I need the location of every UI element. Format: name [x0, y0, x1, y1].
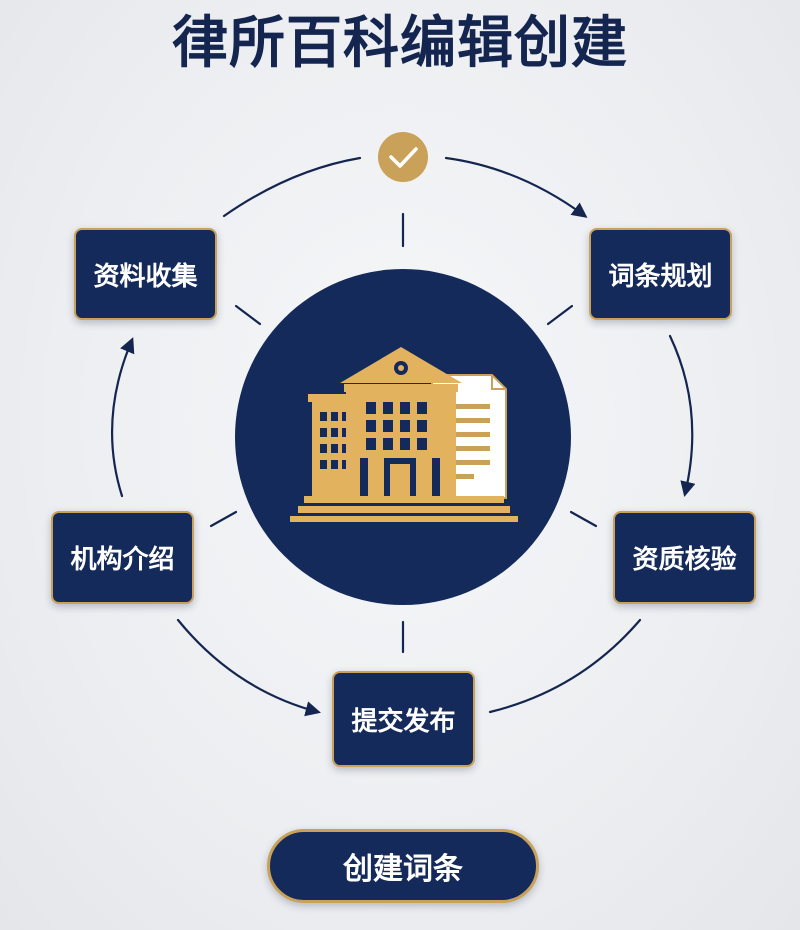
- step-box-intro[interactable]: 机构介绍: [51, 511, 194, 604]
- arc-top-right-arrow: [444, 156, 588, 218]
- step-label-verify: 资质核验: [632, 545, 737, 575]
- building-base: [290, 496, 518, 522]
- tick-top-right: [546, 304, 574, 326]
- tick-bottom-right: [569, 510, 598, 528]
- step-label-submit: 提交发布: [351, 706, 456, 737]
- step-box-verify[interactable]: 资质核验: [613, 511, 756, 604]
- arc-left-arrow: [111, 337, 135, 498]
- step-label-materials: 资料收集: [93, 261, 198, 292]
- create-entry-button[interactable]: 创建词条: [267, 829, 539, 903]
- cycle-connectors: [111, 156, 696, 717]
- law-firm-building-document-icon: [290, 347, 518, 522]
- step-label-intro: 机构介绍: [70, 545, 175, 575]
- step-box-materials[interactable]: 资料收集: [74, 228, 217, 320]
- step-box-planning[interactable]: 词条规划: [589, 228, 732, 320]
- arc-bottom-left-arrow: [176, 618, 321, 717]
- check-circle-icon: [378, 132, 428, 182]
- arc-right-arrow: [668, 334, 696, 497]
- step-box-submit[interactable]: 提交发布: [332, 671, 475, 767]
- page-title: 律所百科编辑创建: [172, 11, 628, 76]
- arc-bottom-right: [488, 618, 642, 714]
- step-label-planning: 词条规划: [608, 261, 713, 292]
- radial-ticks: [209, 212, 598, 654]
- tick-top-left: [234, 304, 262, 326]
- arc-top-left: [222, 156, 362, 218]
- tick-bottom-left: [209, 510, 238, 528]
